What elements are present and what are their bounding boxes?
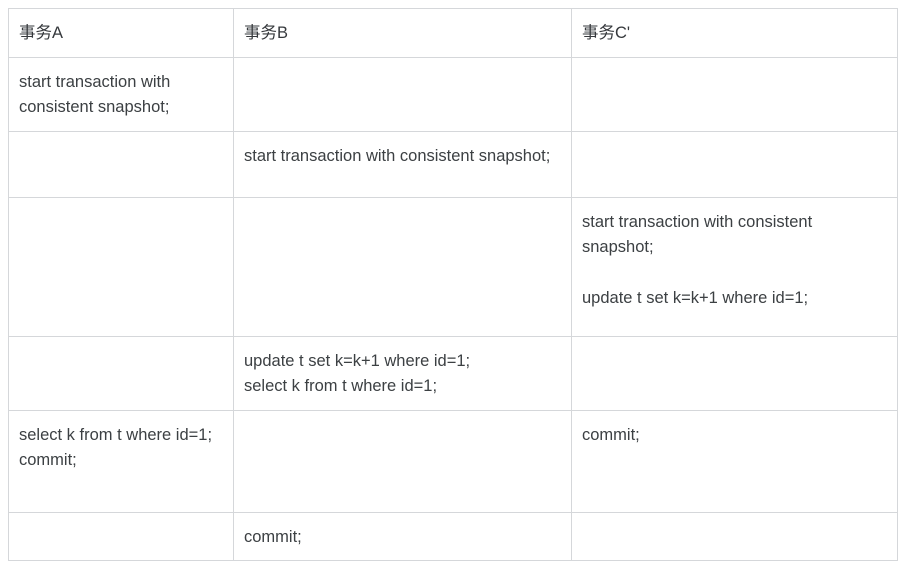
statement-text: update t set k=k+1 where id=1; [582,289,809,308]
statement-text: commit; [244,527,302,546]
statement-text: commit; [19,451,77,470]
cell-row4-transaction-c [571,335,898,411]
blank-line-spacer [582,261,887,287]
cell-row1-transaction-a: start transaction with consistent snapsh… [8,56,234,132]
statement-text: start transaction with consistent snapsh… [582,212,813,257]
table-row: select k from t where id=1; commit; comm… [8,409,898,513]
cell-row3-transaction-b [233,196,572,337]
cell-row5-transaction-a: select k from t where id=1; commit; [8,409,234,513]
statement-text: select k from t where id=1; [244,377,438,396]
statement-text: start transaction with consistent snapsh… [244,146,551,165]
table-row: start transaction with consistent snapsh… [8,56,898,132]
cell-row1-transaction-b [233,56,572,132]
cell-row6-transaction-c [571,511,898,562]
cell-row4-transaction-a [8,335,234,411]
column-header-transaction-c: 事务C' [571,8,898,58]
statement-text: update t set k=k+1 where id=1; [244,351,471,370]
table-row: commit; [8,511,898,562]
statement-text: commit; [582,425,640,444]
cell-row2-transaction-b: start transaction with consistent snapsh… [233,130,572,198]
cell-row6-transaction-b: commit; [233,511,572,562]
transaction-sequence-table-container: 事务A 事务B 事务C' start transaction with cons… [8,8,898,562]
statement-text: start transaction with consistent snapsh… [19,72,171,117]
cell-row2-transaction-a [8,130,234,198]
cell-row3-transaction-a [8,196,234,337]
transaction-sequence-table: 事务A 事务B 事务C' start transaction with cons… [8,8,898,562]
cell-row6-transaction-a [8,511,234,562]
cell-row4-transaction-b: update t set k=k+1 where id=1; select k … [233,335,572,411]
cell-row3-transaction-c: start transaction with consistent snapsh… [571,196,898,337]
column-header-transaction-b: 事务B [233,8,572,58]
column-header-transaction-a: 事务A [8,8,234,58]
cell-row2-transaction-c [571,130,898,198]
cell-row1-transaction-c [571,56,898,132]
table-row: start transaction with consistent snapsh… [8,196,898,337]
table-row: start transaction with consistent snapsh… [8,130,898,198]
table-row: update t set k=k+1 where id=1; select k … [8,335,898,411]
statement-text: select k from t where id=1; [19,425,213,444]
cell-row5-transaction-c: commit; [571,409,898,513]
table-header-row: 事务A 事务B 事务C' [8,8,898,58]
cell-row5-transaction-b [233,409,572,513]
